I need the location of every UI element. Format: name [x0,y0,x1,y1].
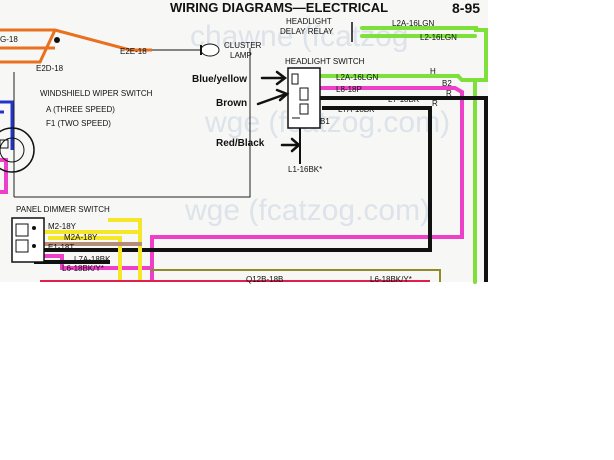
wiper-switch-option: F1 (TWO SPEED) [46,119,111,128]
wiper-switch-option: A (THREE SPEED) [46,105,115,114]
watermark: wge (fcatzog.com) [184,194,430,227]
wiper-switch-title: WINDSHIELD WIPER SWITCH [40,89,153,98]
terminal-label: R [432,99,438,108]
wire-label: L7A-18BK [74,255,111,264]
terminal-label: B1 [320,117,330,126]
wire-label: L1-16BK* [288,165,322,174]
headlight-switch-label: HEADLIGHT SWITCH [285,57,365,66]
annotation-arrows [256,70,301,153]
splice-dot [54,37,60,43]
wire-label: L6-18BK/Y* [62,264,104,273]
wire-label: L2-16LGN [420,33,457,42]
pink-wire-left [0,158,8,194]
frame-line [14,48,251,198]
wire-label: L2A-16LGN [392,19,434,28]
cluster-lamp-bulb [200,43,220,57]
annotation-brown: Brown [216,98,247,109]
wire-label: E1-18T [48,243,74,252]
wire-label: L7A-18BK [338,105,375,114]
annotation-red-black: Red/Black [216,138,265,149]
terminal-label: B2 [442,79,452,88]
headlight-delay-relay-label: DELAY RELAY [280,27,334,36]
headlight-delay-relay-label: HEADLIGHT [286,17,332,26]
wire-label: M2A-18Y [64,233,98,242]
cluster-lamp-label: LAMP [230,51,252,60]
wire-label: E2D-18 [36,64,64,73]
cluster-lamp-label: CLUSTER [224,41,262,50]
orange-wire-group [0,28,152,64]
annotation-blue-yellow: Blue/yellow [192,74,247,85]
panel-dimmer-switch-label: PANEL DIMMER SWITCH [16,205,110,214]
headlight-switch-body [287,67,321,129]
blue-wire-group [0,100,14,150]
wire-label: E2E-18 [120,47,147,56]
green-wire-group [318,26,488,284]
page-title: WIRING DIAGRAMS—ELECTRICAL [170,0,388,15]
wire-label: L7-18BK [388,95,420,104]
wire-label: L2A-16LGN [336,73,378,82]
panel-dimmer-switch-body [11,217,45,263]
terminal-label: H [430,67,436,76]
wire-label: L8-18P [336,85,362,94]
wire-label: M2-18Y [48,222,77,231]
watermark: wge (fcatzog.com) [204,106,450,139]
wiper-switch-body [0,127,35,173]
terminal-label: R [446,89,452,98]
wire-label: Q12B-18B [246,275,283,284]
wire-label: L6-18BK/Y* [370,275,412,284]
yellow-wire-group [40,218,142,282]
page-number: 8-95 [452,0,480,16]
wire-label: G-18 [0,35,18,44]
blank-area [0,282,614,460]
olive-wire [150,269,441,282]
